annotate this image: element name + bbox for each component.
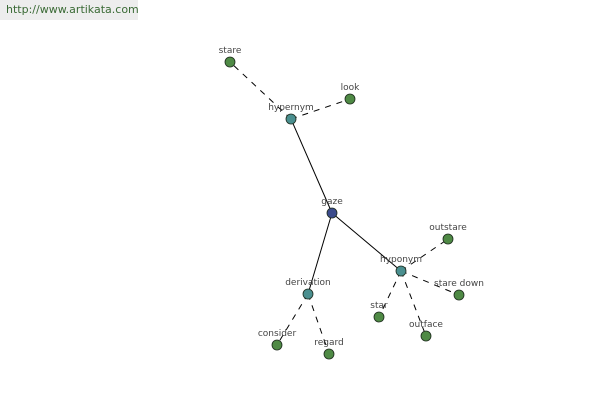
node-derivation-dot[interactable] [302,288,314,300]
node-look-label: look [341,83,361,93]
node-stare-down-dot[interactable] [453,289,465,301]
node-outface[interactable]: outface [409,320,443,342]
node-regard-label: regard [314,338,344,348]
node-hypernym-dot[interactable] [285,113,297,125]
node-derivation[interactable]: derivation [285,278,331,300]
edge-hyponym-star [378,270,402,318]
edge-gaze-derivation [307,212,333,295]
node-look-dot[interactable] [344,93,356,105]
node-star-dot[interactable] [373,311,385,323]
edge-gaze-hyponym [331,212,402,272]
node-stare-dot[interactable] [224,56,236,68]
edge-hyponym-outstare [400,238,449,272]
node-outstare-label: outstare [429,223,467,233]
node-stare-down[interactable]: stare down [434,279,484,301]
node-outstare[interactable]: outstare [429,223,467,245]
edge-hypernym-look [290,98,351,120]
node-hyponym-dot[interactable] [395,265,407,277]
edge-hyponym-stare_down [400,270,460,296]
edge-derivation-regard [307,293,330,355]
graph-nodes: gaze hypernym derivation hyponym stare look co… [219,46,484,360]
site-url[interactable]: http://www.artikata.com [0,0,139,20]
node-gaze[interactable]: gaze [321,197,343,219]
node-consider-label: consider [258,329,297,339]
node-stare[interactable]: stare [219,46,242,68]
node-hyponym[interactable]: hyponym [380,255,422,277]
node-gaze-dot[interactable] [326,207,338,219]
node-hypernym[interactable]: hypernym [268,103,314,125]
node-consider-dot[interactable] [271,339,283,351]
edge-derivation-consider [276,293,309,346]
node-star-label: star [370,301,388,311]
node-hyponym-label: hyponym [380,255,422,265]
node-outface-label: outface [409,320,443,330]
node-hypernym-label: hypernym [268,103,314,113]
node-regard-dot[interactable] [323,348,335,360]
node-gaze-label: gaze [321,197,343,207]
node-stare-down-label: stare down [434,279,484,289]
node-regard[interactable]: regard [314,338,344,360]
node-outface-dot[interactable] [420,330,432,342]
graph-edges [229,61,460,355]
node-outstare-dot[interactable] [442,233,454,245]
edge-hypernym-stare [229,61,292,120]
node-star[interactable]: star [370,301,388,323]
edge-gaze-hypernym [290,118,333,214]
node-derivation-label: derivation [285,278,331,288]
node-stare-label: stare [219,46,242,56]
node-look[interactable]: look [341,83,361,105]
node-consider[interactable]: consider [258,329,297,351]
